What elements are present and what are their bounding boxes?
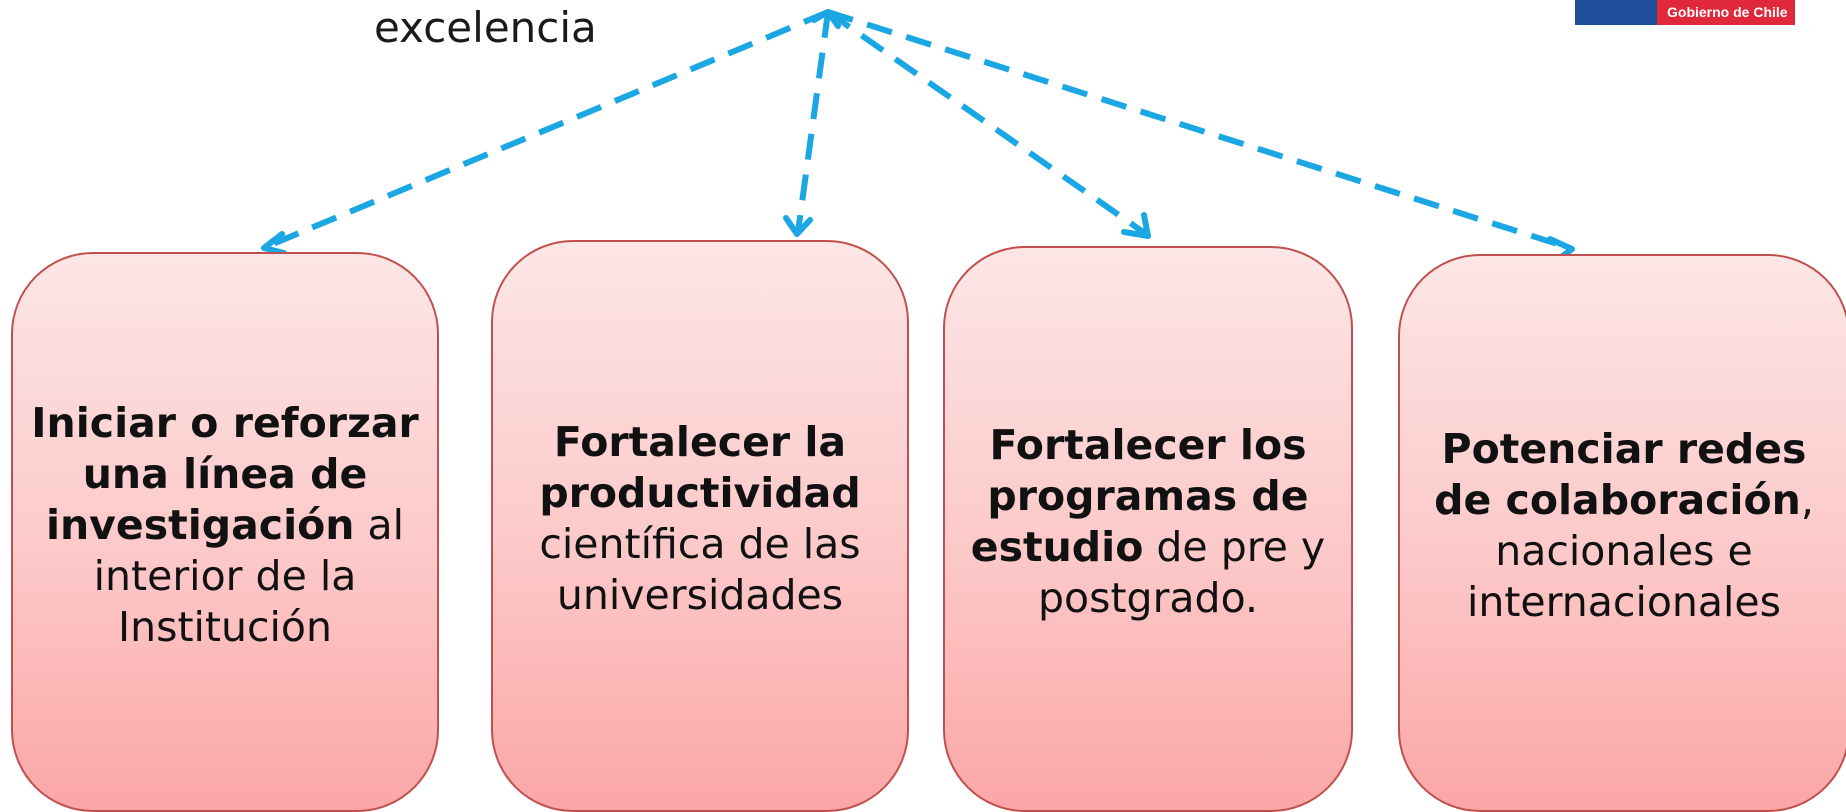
objective-box-research-line: Iniciar o reforzar una línea de investig… — [11, 252, 439, 812]
box-1-text: al interior de la Institución — [93, 500, 405, 651]
box-4-text: , nacionales e internacionales — [1466, 476, 1814, 626]
logo-text: Gobierno de Chile — [1657, 0, 1795, 25]
logo-blue-block — [1575, 0, 1657, 25]
gobierno-de-chile-logo: Gobierno de Chile — [1575, 0, 1795, 25]
arrowhead-box-3 — [1121, 212, 1151, 239]
box-4-bold-text: Potenciar redes de colaboración — [1434, 425, 1807, 524]
arrowhead-top — [811, 9, 841, 29]
arrow-to-box-2 — [795, 11, 831, 233]
arrowhead-box-1 — [261, 231, 287, 256]
arrowhead-box-2 — [783, 215, 813, 237]
objective-box-collaboration: Potenciar redes de colaboración, naciona… — [1398, 254, 1846, 812]
box-3-bold-text: Fortalecer los programas de estudio — [970, 421, 1309, 571]
box-2-text: científica de las universidades — [539, 520, 861, 619]
box-2-bold-text: Fortalecer la productividad — [539, 418, 861, 517]
objective-box-study-programs: Fortalecer los programas de estudio de p… — [943, 246, 1353, 812]
arrow-to-box-4 — [827, 9, 1571, 251]
box-1-bold-text: Iniciar o reforzar una línea de investig… — [31, 398, 419, 549]
objective-box-productivity: Fortalecer la productividad científica d… — [491, 240, 909, 812]
arrow-to-box-3 — [826, 9, 1148, 237]
box-3-text: de pre y postgrado. — [1038, 523, 1326, 622]
title-fragment: excelencia — [374, 3, 597, 52]
